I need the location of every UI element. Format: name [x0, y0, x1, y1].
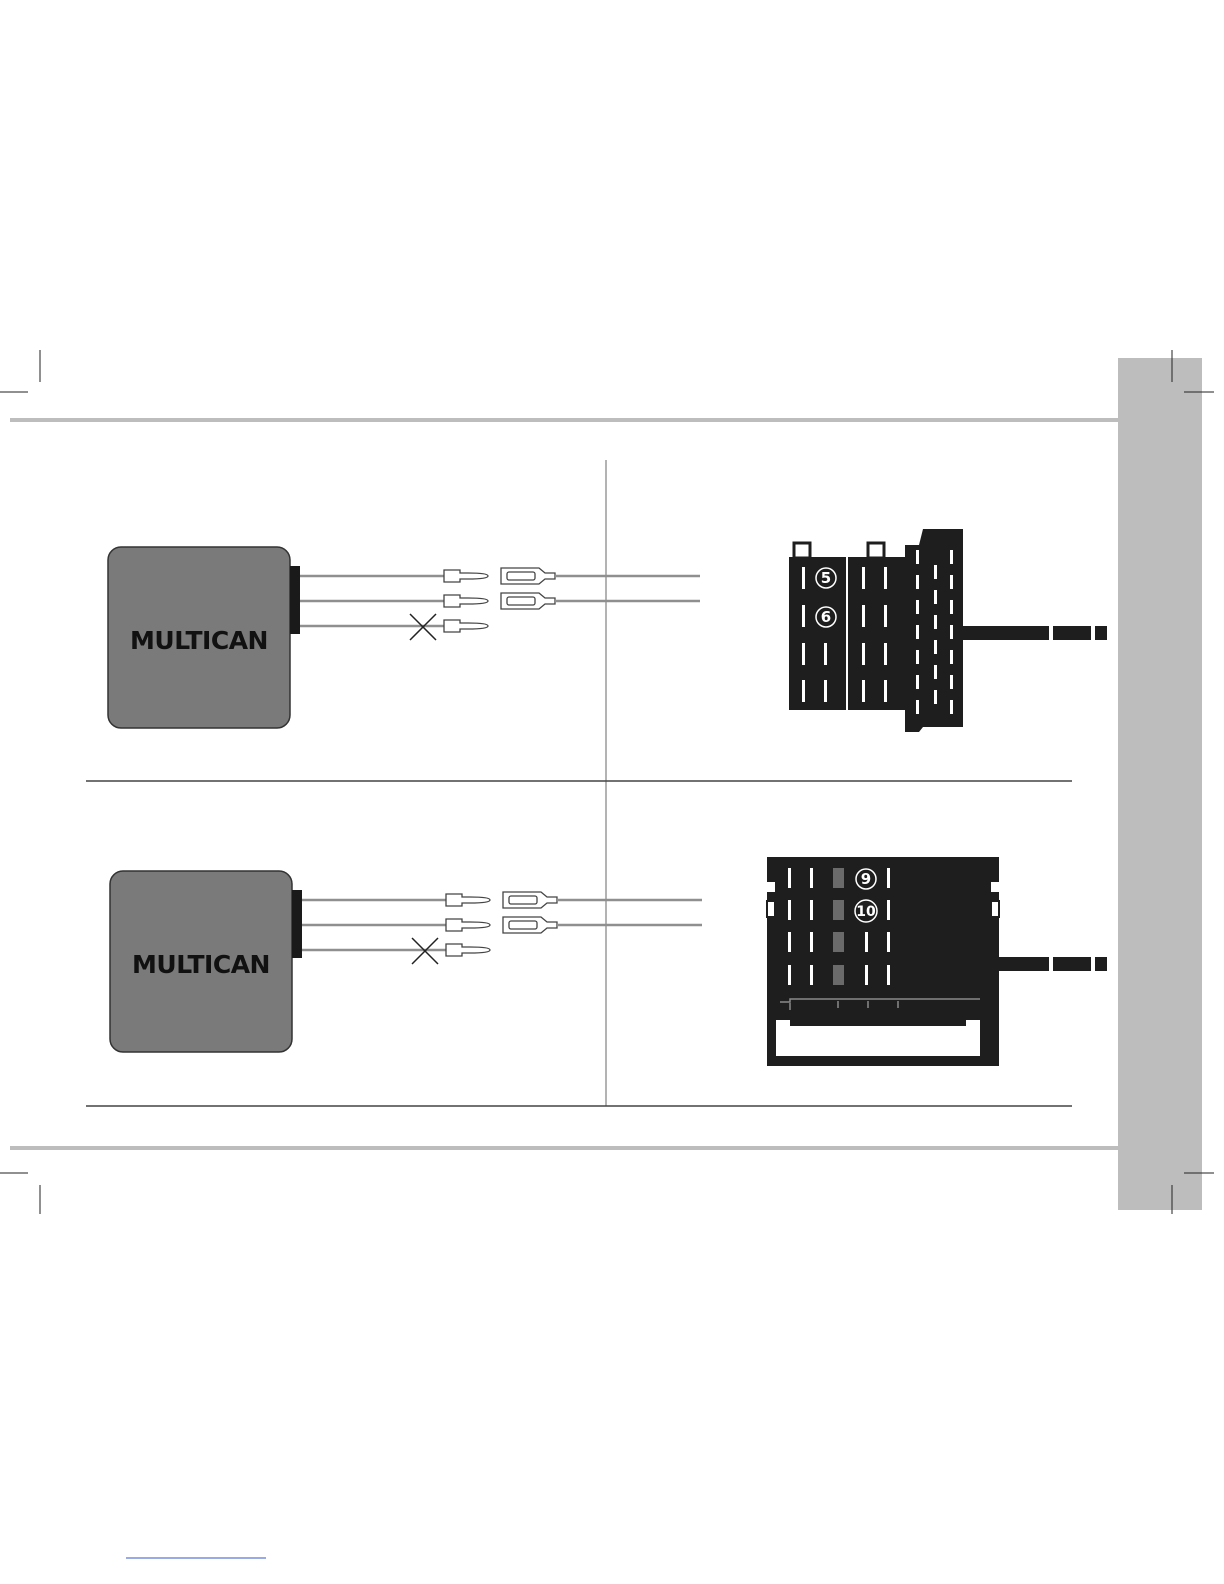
female-receptacles: [501, 568, 555, 609]
side-tab: [1118, 358, 1202, 1210]
module-wires: [300, 576, 444, 626]
crop-marks: [0, 350, 1214, 1214]
male-pin-3: [444, 620, 488, 632]
male-pin-2: [446, 919, 490, 931]
male-pins: [444, 570, 488, 632]
svg-text:9: 9: [861, 870, 871, 888]
male-pin-3: [446, 944, 490, 956]
car-wires: [557, 900, 702, 925]
panel-2: MULTICAN: [110, 857, 1107, 1066]
svg-text:10: 10: [856, 904, 876, 920]
female-receptacles: [503, 892, 557, 933]
svg-text:5: 5: [821, 569, 831, 587]
svg-text:6: 6: [821, 608, 831, 626]
pin-number-10: 10: [855, 900, 877, 922]
male-pin-1: [444, 570, 488, 582]
male-pins: [446, 894, 490, 956]
connector-block-a: [789, 557, 846, 710]
module-connector-plug: [290, 566, 300, 634]
car-connector-iso: 5 6: [789, 529, 1107, 732]
car-connector-quadlock: 9 10: [767, 857, 1107, 1066]
male-pin-1: [446, 894, 490, 906]
panel-1: MULTICAN: [108, 529, 1107, 732]
module-connector-plug: [292, 890, 302, 958]
module-label: MULTICAN: [130, 626, 268, 655]
module-wires: [302, 900, 446, 950]
male-pin-2: [444, 595, 488, 607]
bottom-rule: [10, 1146, 1118, 1150]
connector-block-b: [848, 557, 905, 710]
top-rule: [10, 418, 1118, 422]
module-label: MULTICAN: [132, 950, 270, 979]
car-wires: [555, 576, 700, 601]
